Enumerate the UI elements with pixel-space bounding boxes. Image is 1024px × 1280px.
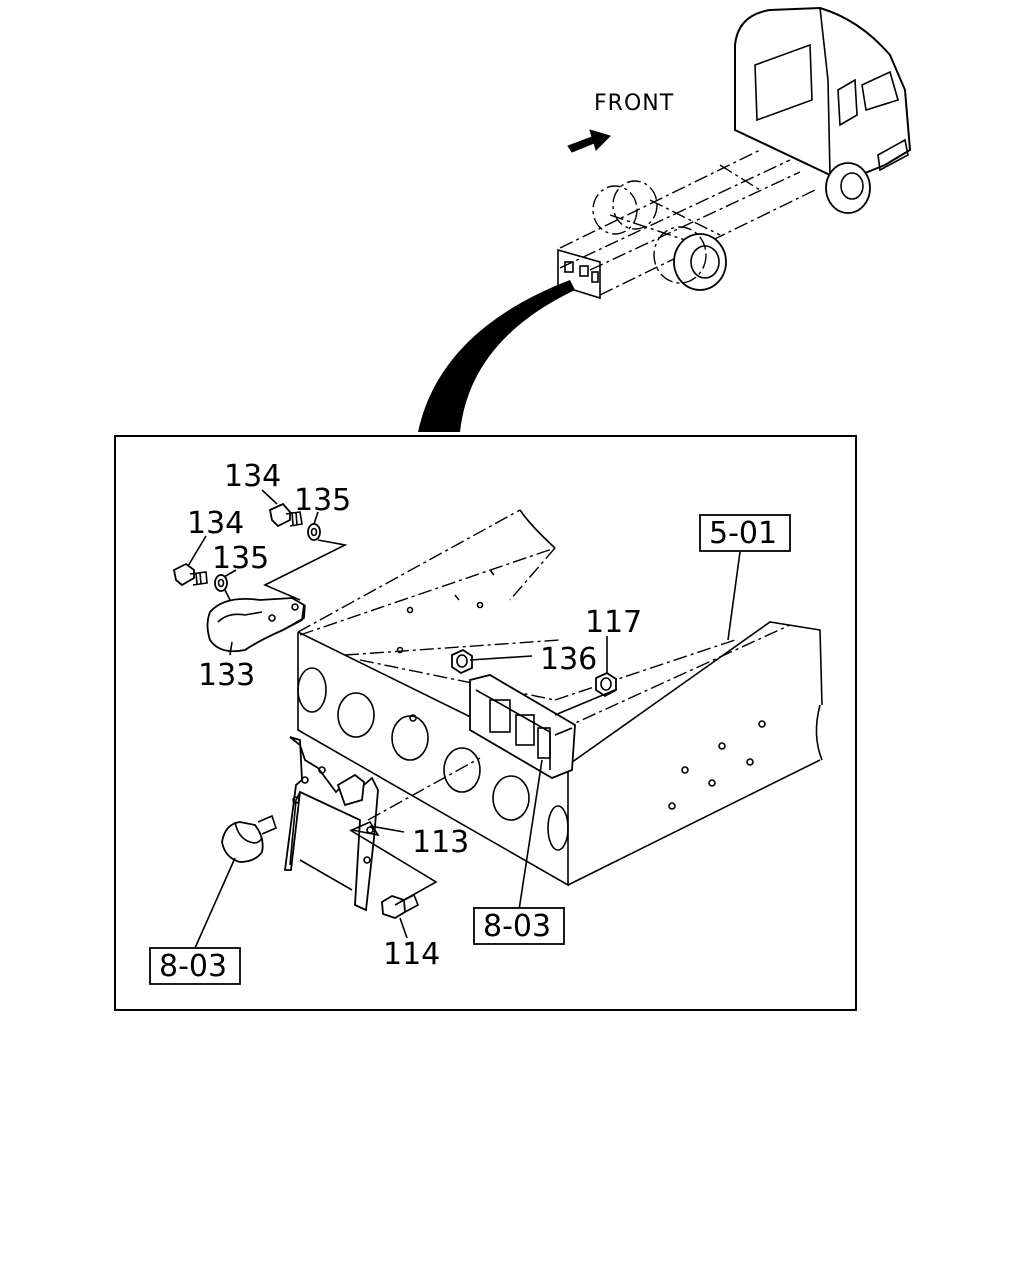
callout-135-left: 135 — [212, 541, 269, 576]
front-arrow-icon — [567, 129, 611, 153]
washer-icon — [214, 523, 321, 592]
callout-134-top: 134 — [224, 459, 281, 494]
ref-box-8-03-left[interactable]: 8-03 — [149, 947, 241, 985]
callout-117: 117 — [585, 605, 642, 640]
ref-8-03-left-label: 8-03 — [159, 949, 227, 984]
callout-133: 133 — [198, 658, 255, 693]
front-label: FRONT — [594, 91, 674, 116]
bracket-icon — [283, 736, 481, 912]
callout-swoosh — [418, 280, 575, 432]
callout-135-top: 135 — [294, 483, 351, 518]
callout-134-left: 134 — [187, 506, 244, 541]
bolt-icon — [172, 502, 303, 587]
bolt-114-icon — [381, 893, 420, 919]
rear-lamp — [469, 674, 576, 779]
truck-chassis-icon — [557, 6, 912, 300]
ref-5-01-label: 5-01 — [709, 516, 777, 551]
detail-frame — [114, 435, 857, 1011]
callout-114: 114 — [383, 937, 440, 972]
callout-136: 136 — [540, 642, 597, 677]
ref-box-8-03-center[interactable]: 8-03 — [473, 907, 565, 945]
callout-113: 113 — [412, 825, 469, 860]
nut-icon — [451, 648, 617, 698]
ref-8-03-center-label: 8-03 — [483, 909, 551, 944]
tow-hook-icon — [206, 539, 348, 653]
leader-lines — [187, 489, 741, 949]
frame-rail — [297, 509, 823, 887]
ref-box-5-01[interactable]: 5-01 — [699, 514, 791, 552]
lamp-icon — [221, 814, 277, 863]
